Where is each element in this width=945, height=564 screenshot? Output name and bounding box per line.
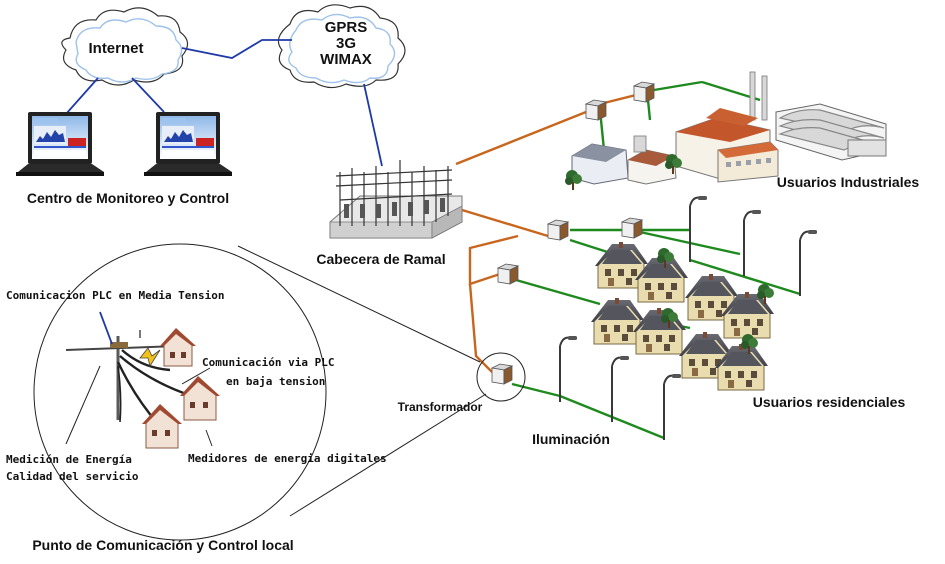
transformer-icon — [497, 263, 519, 285]
street-lamp-icon — [689, 195, 708, 263]
transformer-label: Transformador — [398, 400, 483, 414]
transformer-icon — [633, 81, 655, 103]
street-lamp-icon — [559, 335, 578, 403]
branch-head-label: Cabecera de Ramal — [316, 251, 445, 267]
laptop-icon — [144, 112, 232, 176]
meter-house-icon — [180, 376, 220, 421]
internet-cloud: Internet — [61, 7, 189, 86]
wireless-label-wimax: WIMAX — [320, 51, 372, 68]
energy-measurement-label-line2: Calidad del servicio — [6, 470, 139, 483]
wireless-label-gprs: GPRS — [325, 19, 368, 36]
wireless-label-3g: 3G — [336, 35, 356, 52]
industrial-area — [565, 71, 887, 190]
lightning-icon — [139, 347, 161, 368]
transformer-icon — [585, 99, 607, 121]
transformer-icon — [547, 219, 569, 241]
transformer-icon — [491, 363, 513, 385]
residential-area — [590, 241, 775, 391]
plc-medium-voltage-label: Comunicacion PLC en Media Tension — [6, 289, 225, 302]
data-links — [65, 39, 383, 167]
plc-low-voltage-label-line1: Comunicación via PLC — [202, 356, 334, 369]
plc-low-voltage-label-line2: en baja tension — [226, 375, 325, 388]
street-lamp-icon — [611, 355, 630, 423]
substation-icon — [329, 160, 463, 239]
detail-zoom — [33, 243, 487, 541]
industrial-users-label: Usuarios Industriales — [777, 174, 920, 190]
laptop-icon — [16, 112, 104, 176]
digital-meters-label: Medidores de energia digitales — [188, 452, 387, 465]
local-point-label: Punto de Comunicación y Control local — [32, 537, 293, 553]
street-lamp-icon — [743, 209, 762, 277]
lighting-label: Iluminación — [532, 431, 610, 447]
house-icon — [632, 307, 687, 355]
monitoring-center-label: Centro de Monitoreo y Control — [27, 190, 229, 206]
transformer-icon — [621, 217, 643, 239]
transformer-highlight-circle — [476, 352, 526, 402]
residential-users-label: Usuarios residenciales — [753, 394, 906, 410]
wireless-cloud: GPRS 3G WIMAX — [277, 4, 406, 89]
energy-measurement-label-line1: Medición de Energía — [6, 453, 132, 466]
medium-voltage-lines — [455, 92, 641, 373]
street-lamp-icon — [799, 229, 818, 297]
meter-house-icon — [160, 328, 196, 367]
street-lamp-icon — [663, 373, 682, 441]
internet-label: Internet — [88, 40, 143, 57]
meter-house-icon — [142, 404, 182, 449]
